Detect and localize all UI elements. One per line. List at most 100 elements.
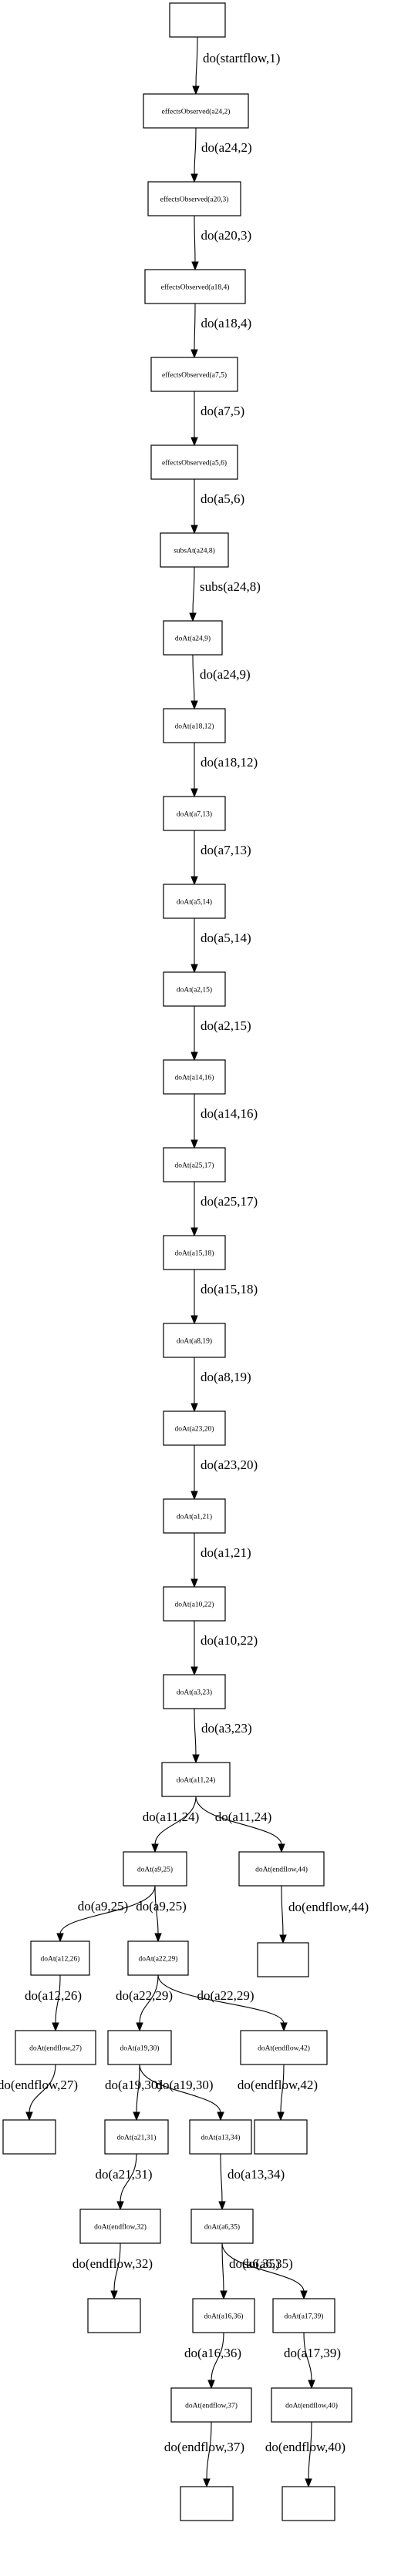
- node-label: doAt(a15,18): [175, 1249, 214, 1258]
- edge-label: do(a12,26): [25, 1988, 82, 2003]
- arrowhead: [305, 2478, 312, 2488]
- node-label: doAt(endflow,37): [185, 2402, 238, 2410]
- edge-label: do(a14,16): [201, 1106, 258, 1121]
- edge: do(a16,36): [184, 2332, 241, 2390]
- node-label: doAt(a11,24): [177, 1776, 216, 1785]
- node-label: doAt(a21,31): [117, 2134, 157, 2142]
- edge-line: [139, 2064, 221, 2114]
- edge: do(a11,24): [195, 1796, 285, 1853]
- edge-label: do(endflow,37): [164, 2440, 244, 2454]
- node-box: [163, 1323, 226, 1358]
- arrowhead: [280, 2022, 288, 2032]
- edge-line: [308, 2421, 312, 2480]
- edge-line: [29, 2064, 56, 2114]
- edge-line: [221, 2242, 305, 2293]
- edge: do(a19,30): [105, 2064, 162, 2122]
- edge-line: [192, 566, 195, 615]
- node: doAt(a11,24): [161, 1762, 231, 1797]
- node-label: doAt(endflow,27): [29, 2044, 82, 2053]
- edge-label: do(a19,30): [105, 2078, 162, 2092]
- arrowhead: [190, 525, 198, 535]
- edge-line: [192, 654, 195, 703]
- edge-label: do(a6,35): [242, 2256, 293, 2271]
- node: effectsObserved(a20,3): [147, 181, 241, 216]
- edge: do(a24,9): [190, 654, 251, 710]
- node-label: doAt(a1,21): [177, 1513, 212, 1521]
- node: doAt(a17,39): [272, 2298, 335, 2333]
- edge: do(a20,3): [191, 215, 251, 271]
- node-box: [104, 2119, 169, 2155]
- node-box: [163, 1059, 226, 1095]
- edge-label: do(a2,15): [201, 1018, 251, 1033]
- arrowhead: [151, 1843, 159, 1853]
- edge-label: do(a3,23): [201, 1721, 252, 1736]
- node-label: doAt(a24,9): [175, 635, 211, 643]
- arrowhead: [190, 876, 198, 886]
- node-label: doAt(endflow,40): [285, 2402, 338, 2410]
- edge: do(a6,35): [220, 2242, 280, 2300]
- node: doAt(a13,34): [189, 2119, 252, 2155]
- arrowhead: [220, 2290, 228, 2300]
- node-label: doAt(a25,17): [175, 1162, 214, 1170]
- node: [254, 2119, 308, 2155]
- edge: do(a18,4): [190, 303, 251, 359]
- node-label: doAt(endflow,32): [94, 2223, 147, 2232]
- edge-label: do(a10,22): [201, 1633, 258, 1648]
- edge-line: [55, 1974, 61, 2024]
- node-label: doAt(a7,13): [177, 810, 212, 819]
- arrowhead: [191, 261, 199, 271]
- node: [180, 2486, 234, 2521]
- edge: do(a1,21): [190, 1533, 251, 1588]
- edge: do(a5,14): [190, 918, 251, 974]
- node-label: doAt(a3,23): [177, 1689, 212, 1697]
- edge: do(a19,30): [139, 2064, 224, 2122]
- edge: do(a8,19): [190, 1357, 251, 1413]
- node: [169, 2, 226, 38]
- edge-line: [139, 1974, 159, 2024]
- node: [281, 2486, 335, 2521]
- edge-line: [281, 1885, 284, 1937]
- edge-line: [194, 215, 196, 263]
- node: doAt(a5,14): [163, 884, 226, 919]
- node: doAt(a15,18): [163, 1235, 226, 1270]
- node: doAt(a1,21): [163, 1498, 226, 1534]
- edge: do(endflow,42): [238, 2064, 318, 2122]
- node: doAt(a14,16): [163, 1059, 226, 1095]
- node-label: doAt(a9,25): [137, 1866, 173, 1874]
- node: doAt(a3,23): [163, 1674, 226, 1709]
- edge-line: [194, 303, 196, 351]
- edge-line: [221, 2242, 224, 2293]
- node-box: [161, 1762, 231, 1797]
- node-label: effectsObserved(a20,3): [160, 196, 229, 204]
- node: doAt(a16,36): [192, 2298, 255, 2333]
- node: [257, 1942, 309, 1977]
- node-box: [160, 532, 229, 568]
- arrowhead: [189, 612, 197, 622]
- edge-label: do(a15,18): [201, 1282, 258, 1296]
- edge: do(a22,29): [157, 1974, 288, 2032]
- edge-label: do(a24,9): [200, 667, 251, 682]
- node: [87, 2298, 141, 2333]
- edge-label: do(a11,24): [143, 1810, 200, 1824]
- node-label: effectsObserved(a18,4): [161, 283, 230, 292]
- node: doAt(a25,17): [163, 1147, 226, 1182]
- edge-line: [59, 1885, 156, 1935]
- edge: do(a2,15): [190, 1006, 251, 1062]
- edge-label: do(endflow,27): [0, 2078, 78, 2092]
- edge-label: do(endflow,44): [288, 1900, 369, 1914]
- edge: do(a23,20): [190, 1445, 258, 1501]
- edge-label: do(a22,29): [116, 1988, 173, 2003]
- arrowhead: [110, 2290, 118, 2300]
- arrowhead: [300, 2290, 308, 2300]
- node-label: doAt(a14,16): [175, 1074, 214, 1082]
- arrowhead: [52, 2022, 59, 2032]
- arrowhead: [56, 1933, 64, 1943]
- node: effectsObserved(a18,4): [144, 269, 246, 304]
- node-label: doAt(endflow,42): [258, 2044, 310, 2053]
- node-box: [163, 1674, 226, 1709]
- edge: do(a12,26): [25, 1974, 82, 2032]
- arrowhead: [279, 1934, 287, 1944]
- edge: do(a17,39): [284, 2332, 341, 2390]
- node-label: doAt(a12,26): [41, 1955, 80, 1964]
- edge-line: [211, 2332, 224, 2382]
